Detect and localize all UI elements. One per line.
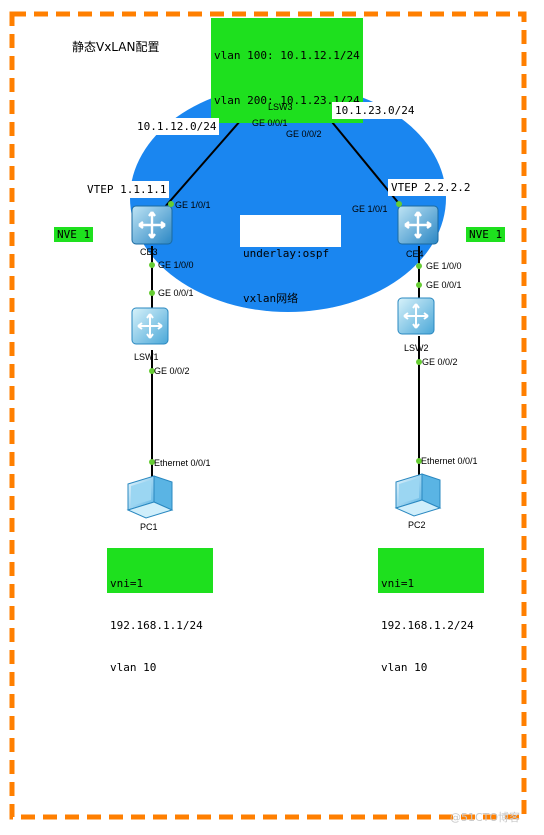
port-label: GE 0/0/2 (422, 357, 458, 367)
device-label-ce4: CE4 (406, 249, 424, 259)
port-label: GE 1/0/1 (352, 204, 388, 214)
port-label: GE 1/0/1 (175, 200, 211, 210)
port-label: GE 0/0/2 (286, 129, 322, 139)
port-label: GE 1/0/0 (158, 260, 194, 270)
pc1-info-line: vlan 10 (110, 661, 157, 674)
outer-border (9, 11, 527, 820)
underlay-line: underlay:ospf (243, 247, 330, 260)
device-label-lsw1: LSW1 (134, 352, 159, 362)
subnet-label-left: 10.1.12.0/24 (134, 118, 220, 135)
device-label-ce3: CE3 (140, 247, 158, 257)
device-label-lsw2: LSW2 (404, 343, 429, 353)
port-label: GE 0/0/1 (426, 280, 462, 290)
pc-icon (394, 473, 442, 517)
switch-icon (131, 307, 169, 345)
pc2-info-line: 192.168.1.2/24 (381, 619, 474, 632)
underlay-line: vxlan网络 (243, 292, 299, 305)
port-label: Ethernet 0/0/1 (154, 458, 211, 468)
pc1-info-line: 192.168.1.1/24 (110, 619, 203, 632)
pc1-info-box: vni=1 192.168.1.1/24 vlan 10 (107, 548, 213, 674)
port-label: GE 0/0/1 (252, 118, 288, 128)
vtep-label-right: VTEP 2.2.2.2 (388, 179, 474, 196)
port-label: Ethernet 0/0/1 (421, 456, 478, 466)
diagram-title: 静态VxLAN配置 (72, 40, 160, 54)
port-label: GE 0/0/1 (158, 288, 194, 298)
device-label-lsw3: LSW3 (268, 102, 293, 112)
vlan-line: vlan 100: 10.1.12.1/24 (214, 49, 360, 62)
pc-icon (126, 475, 174, 519)
underlay-area (130, 84, 446, 312)
underlay-label: underlay:ospf vxlan网络 (240, 215, 341, 305)
switch-icon (397, 205, 439, 245)
device-label-pc2: PC2 (408, 520, 426, 530)
port-label: GE 0/0/2 (154, 366, 190, 376)
subnet-label-right: 10.1.23.0/24 (332, 102, 418, 119)
nve-label-right: NVE 1 (466, 227, 506, 242)
pc2-info-line: vni=1 (381, 577, 415, 590)
pc1-info-line: vni=1 (110, 577, 144, 590)
switch-icon (131, 205, 173, 245)
pc2-info-box: vni=1 192.168.1.2/24 vlan 10 (378, 548, 484, 674)
nve-label-left: NVE 1 (54, 227, 94, 242)
port-label: GE 1/0/0 (426, 261, 462, 271)
vtep-label-left: VTEP 1.1.1.1 (84, 181, 170, 198)
watermark: @51CTO博客 (450, 811, 521, 824)
pc2-info-line: vlan 10 (381, 661, 428, 674)
device-label-pc1: PC1 (140, 522, 158, 532)
switch-icon (397, 297, 435, 335)
